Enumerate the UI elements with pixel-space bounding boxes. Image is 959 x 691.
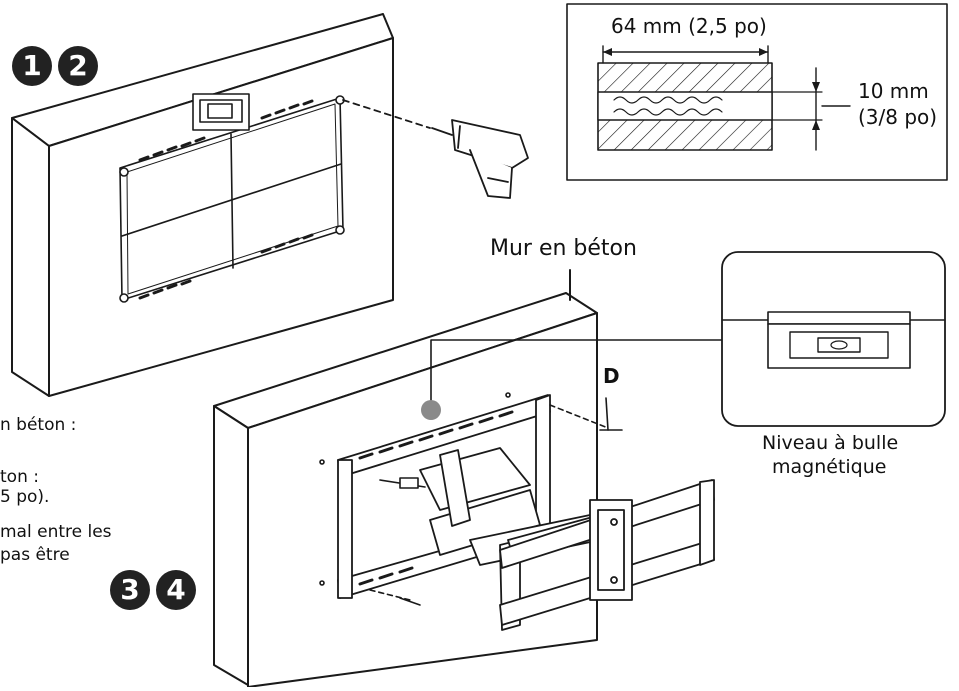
drill [342,99,529,199]
wall-template-frame [119,95,345,303]
side-note-line: mal entre les [0,522,112,542]
step-2-badge: 2 [58,46,98,86]
upper-wall-block [11,13,394,397]
level-caption-line2: magnétique [772,456,887,478]
fastener-d-label: D [603,364,620,388]
anchor-screws [319,392,623,606]
step-1-badge: 1 [12,46,52,86]
hole-depth-label-in: (3/8 po) [858,105,938,129]
level-callout [421,339,723,420]
hole-width-label: 64 mm (2,5 po) [611,14,767,38]
hole-depth-diagram [566,3,948,181]
side-note-line: n béton : [0,415,77,435]
step-4-badge: 4 [156,570,196,610]
magnetic-level-detail [721,251,946,427]
step-3-badge: 3 [110,570,150,610]
level-position-marker [421,400,441,420]
side-note-line: ton : [0,467,39,487]
cropped-side-notes: n béton : ton : 5 po). mal entre les pas… [0,415,160,575]
tv-plate [499,479,715,626]
level-caption-line1: Niveau à bulle [762,432,899,454]
hole-depth-label-mm: 10 mm [858,79,929,103]
concrete-wall-label: Mur en béton [490,236,637,261]
side-note-line: pas être [0,545,70,565]
template-spirit-level [192,93,250,131]
side-note-line: 5 po). [0,487,50,507]
